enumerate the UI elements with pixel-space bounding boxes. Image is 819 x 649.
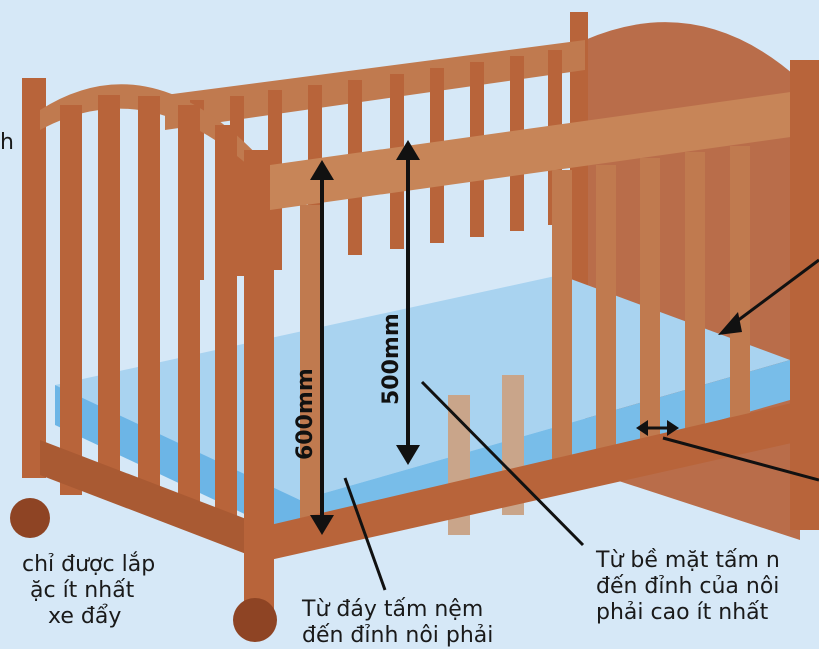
- left-back-post: [22, 78, 46, 478]
- left-caster-front: [233, 598, 277, 642]
- dimension-600mm-label: 600mm: [293, 368, 318, 460]
- dimension-500mm-label: 500mm: [379, 313, 404, 405]
- caption-left-partial: chỉ được lắp ặc ít nhất xe đẩy: [0, 552, 155, 630]
- front-right-post: [790, 60, 819, 530]
- left-caster-back: [10, 498, 50, 538]
- caption-mattress-surface: Từ bề mặt tấm n đến đỉnh của nôi phải ca…: [596, 548, 780, 626]
- caption-mattress-base: Từ đáy tấm nệm đến đỉnh nôi phải: [302, 597, 493, 649]
- front-left-post: [244, 150, 274, 610]
- caption-top-left-partial: h: [0, 130, 14, 156]
